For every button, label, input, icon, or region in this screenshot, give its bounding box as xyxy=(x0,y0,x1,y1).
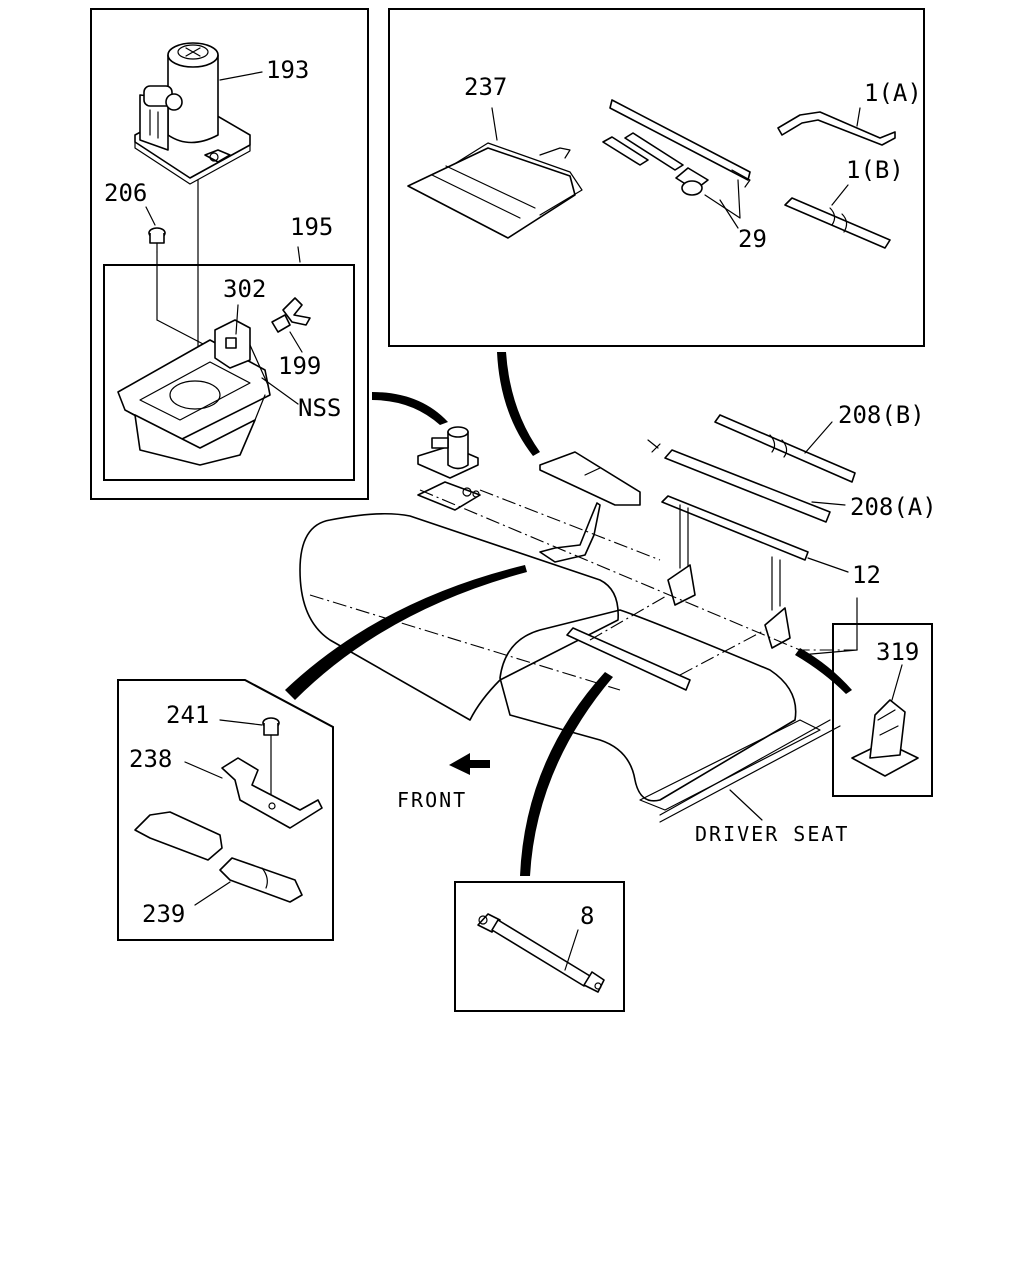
wrench-bar-1b xyxy=(784,184,891,249)
rod-holder-left xyxy=(667,504,696,606)
label-195: 195 xyxy=(290,213,333,241)
strap-239 xyxy=(134,811,303,903)
tools-panel: 237 29 1(A) 1(B) xyxy=(388,8,925,347)
label-302: 302 xyxy=(223,275,266,303)
rod-holder-right xyxy=(764,556,791,649)
label-238: 238 xyxy=(129,745,172,773)
label-208b: 208(B) xyxy=(838,401,925,429)
jack-illustration xyxy=(134,42,251,185)
wing-bolt-199 xyxy=(271,297,311,333)
label-239: 239 xyxy=(142,900,185,928)
rods-208 xyxy=(647,414,856,561)
label-208a: 208(A) xyxy=(850,493,937,521)
jack-panel: 193 206 195 302 199 NSS xyxy=(90,8,369,500)
rod-on-cushion xyxy=(566,627,691,691)
label-241: 241 xyxy=(166,701,209,729)
label-12: 12 xyxy=(852,561,881,589)
label-319: 319 xyxy=(876,638,919,666)
label-nss: NSS xyxy=(298,394,341,422)
label-driver-seat: DRIVER SEAT xyxy=(695,822,849,846)
bracket-238 xyxy=(221,757,323,829)
label-8: 8 xyxy=(580,902,594,930)
bolt-241 xyxy=(262,717,280,801)
bracket-panel: 241 238 239 xyxy=(117,679,334,941)
bolt-206 xyxy=(148,227,166,253)
clip-panel-319: 319 xyxy=(832,623,933,797)
tool-bag-237 xyxy=(407,107,583,239)
jack-small xyxy=(417,426,481,511)
handle-29 xyxy=(602,99,751,219)
wrench-panel-8: 8 xyxy=(454,881,625,1012)
bracket-small xyxy=(539,502,601,563)
label-29: 29 xyxy=(738,225,767,253)
label-1b: 1(B) xyxy=(846,156,904,184)
label-1a: 1(A) xyxy=(864,79,922,107)
callout-arrows xyxy=(285,352,852,876)
label-199: 199 xyxy=(278,352,321,380)
label-206: 206 xyxy=(104,179,147,207)
jack-bracket-tray xyxy=(117,319,271,466)
label-front: FRONT xyxy=(397,788,467,812)
tool-bag-small xyxy=(539,451,641,506)
label-237: 237 xyxy=(464,73,507,101)
label-193: 193 xyxy=(266,56,309,84)
seat-cushions xyxy=(299,512,841,823)
seat-assembly: 208(B) 208(A) 12 FRONT DRIVER SEAT xyxy=(299,401,937,846)
wrench-bar-1a xyxy=(777,107,896,146)
